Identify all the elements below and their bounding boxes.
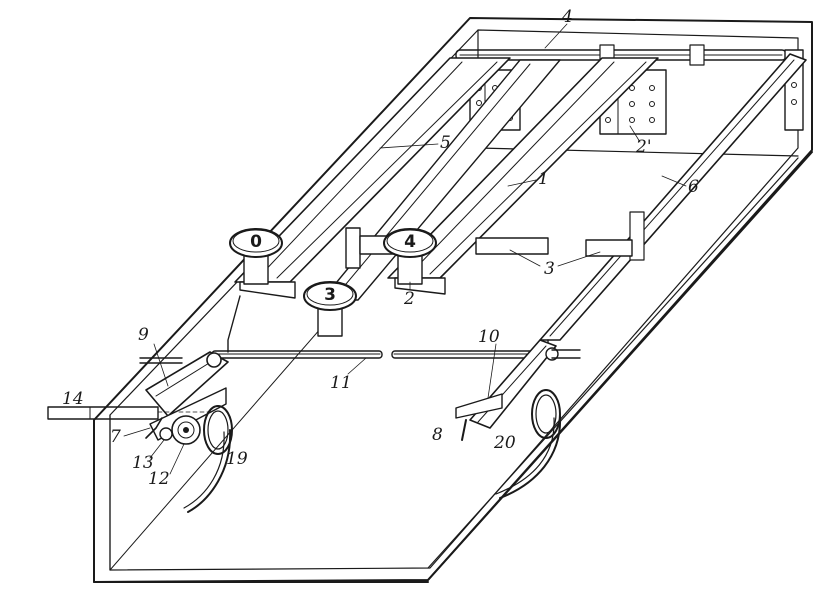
key-lever-1 [387, 57, 659, 295]
ref-6: 6 [688, 177, 699, 197]
ref-13: 13 [132, 453, 154, 473]
ref-19: 19 [226, 449, 248, 469]
ref-12: 12 [148, 469, 170, 489]
key-label-0: 0 [250, 232, 262, 252]
ref-9: 9 [138, 325, 149, 345]
ref-5: 5 [440, 133, 451, 153]
ref-10: 10 [478, 327, 500, 347]
reference-numerals: 4 5 1 6 2' 3 2 9 11 10 14 7 13 12 19 8 2… [62, 7, 699, 489]
ref-7: 7 [110, 427, 121, 447]
key-label-4: 4 [404, 232, 416, 252]
key-3[interactable]: 3 [303, 281, 357, 337]
key-lever-5 [234, 57, 511, 299]
left-mechanism [47, 351, 233, 513]
ref-14: 14 [62, 389, 84, 409]
right-mechanism [455, 339, 581, 499]
ref-11: 11 [330, 373, 352, 393]
key-0[interactable]: 0 [229, 228, 283, 285]
key-label-3: 3 [324, 285, 336, 305]
key-4[interactable]: 4 [383, 228, 437, 285]
ref-2-prime: 2' [635, 137, 652, 157]
lever-2 [345, 227, 633, 269]
long-rail-6 [539, 53, 807, 341]
ref-1: 1 [538, 169, 549, 189]
ref-2: 2 [403, 289, 415, 309]
ref-3: 3 [544, 259, 555, 279]
ref-8: 8 [432, 425, 443, 445]
ref-20: 20 [493, 433, 516, 453]
ref-4: 4 [561, 7, 573, 27]
